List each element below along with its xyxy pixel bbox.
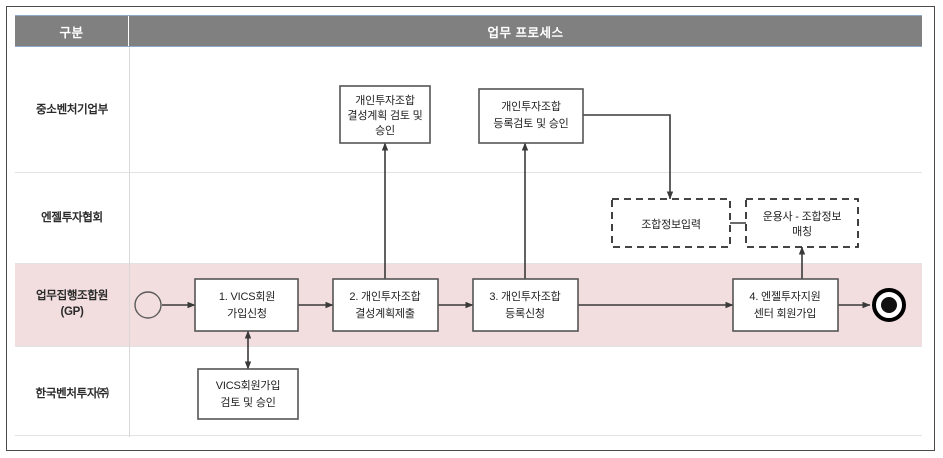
node-review-plan-line1: 개인투자조합: [355, 94, 415, 107]
node-review-register[interactable]: 개인투자조합 등록검토 및 승인: [478, 88, 584, 144]
node-vics-review-line1: VICS회원가입: [216, 379, 281, 392]
lane-divider-3: [15, 346, 922, 347]
flow-connectors-layer: 개인투자조합 결성계획 검토 및 승인 개인투자조합 등록검토 및 승인 조합정…: [134, 85, 906, 420]
header-cell-category: 구분: [15, 16, 129, 46]
node-gp-fund-matching[interactable]: 운용사 - 조합정보 매칭: [745, 198, 859, 248]
node-vics-review[interactable]: VICS회원가입 검토 및 승인: [197, 368, 299, 420]
lane-label-kvic: 한국벤처투자㈜: [15, 387, 129, 403]
node-step4-line1: 4. 엔젤투자지원: [749, 290, 820, 303]
node-step4[interactable]: 4. 엔젤투자지원 센터 회원가입: [732, 278, 839, 332]
node-review-register-line2: 등록검토 및 승인: [493, 117, 568, 130]
connector-register-to-fundinfo: [583, 114, 674, 200]
swimlane-grid: 중소벤처기업부 엔젤투자협회 업무집행조합원 (GP) 한국벤처투자㈜: [15, 47, 922, 437]
lane-label-smba: 중소벤처기업부: [15, 103, 129, 119]
node-review-register-line1: 개인투자조합: [501, 100, 561, 113]
node-gp-fund-matching-line1: 운용사 - 조합정보: [763, 210, 842, 223]
lane-label-kban-line1: 엔젤투자협회: [41, 212, 103, 224]
header-cell-process: 업무 프로세스: [129, 16, 922, 46]
start-circle-icon: [134, 291, 162, 319]
node-step1-line2: 가입신청: [227, 307, 267, 320]
category-column-divider: [129, 47, 130, 437]
node-step2-line1: 2. 개인투자조합: [349, 290, 420, 303]
lane-label-gp: 업무집행조합원 (GP): [15, 289, 129, 320]
lane-label-gp-line1: 업무집행조합원: [36, 290, 108, 302]
node-gp-fund-matching-line2: 매칭: [792, 225, 812, 238]
lane-divider-1: [15, 172, 922, 173]
lane-label-kban: 엔젤투자협회: [15, 211, 129, 227]
node-vics-review-line2: 검토 및 승인: [220, 396, 275, 409]
table-header-row: 구분 업무 프로세스: [15, 15, 922, 47]
node-fund-info-input-line1: 조합정보입력: [641, 218, 701, 231]
node-step3-line1: 3. 개인투자조합: [489, 290, 560, 303]
node-step3[interactable]: 3. 개인투자조합 등록신청: [472, 278, 579, 332]
node-step1-line1: 1. VICS회원: [219, 290, 275, 303]
node-review-plan-line3: 승인: [375, 124, 395, 137]
node-review-plan-line2: 결성계획 검토 및: [347, 109, 422, 122]
node-step1[interactable]: 1. VICS회원 가입신청: [194, 278, 299, 332]
lane-label-gp-line2: (GP): [60, 305, 84, 318]
lane-divider-2: [15, 263, 922, 264]
node-review-plan[interactable]: 개인투자조합 결성계획 검토 및 승인: [339, 85, 431, 144]
node-step2-line2: 결성계획제출: [355, 307, 415, 320]
lane-label-kvic-line1: 한국벤처투자㈜: [35, 388, 109, 400]
node-fund-info-input[interactable]: 조합정보입력: [611, 198, 731, 248]
end-circle-icon: [872, 288, 906, 322]
lane-label-smba-line1: 중소벤처기업부: [36, 104, 108, 116]
node-step4-line2: 센터 회원가입: [754, 307, 816, 320]
node-step3-line2: 등록신청: [505, 307, 545, 320]
node-step2[interactable]: 2. 개인투자조합 결성계획제출: [332, 278, 439, 332]
lane-divider-4: [15, 435, 922, 436]
